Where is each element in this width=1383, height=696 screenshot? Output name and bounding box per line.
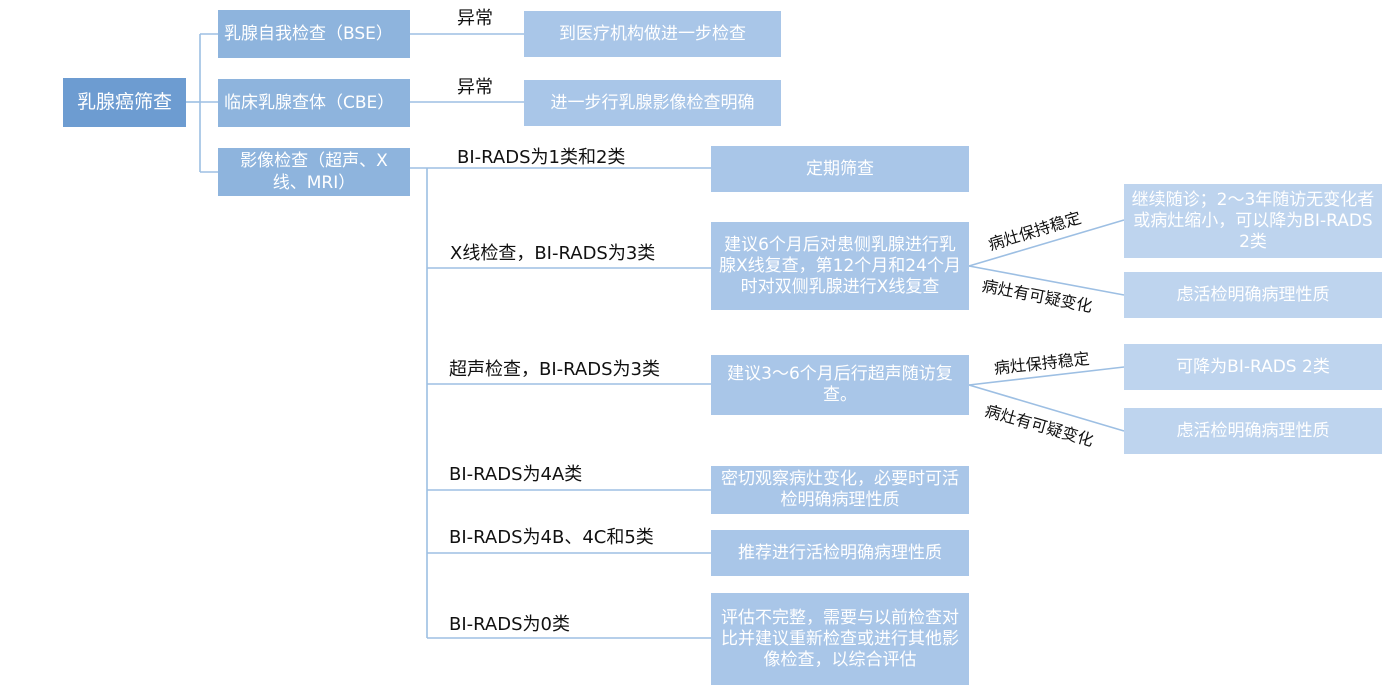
outcome-xray-suspicious-label: 虑活检明确病理性质 bbox=[1176, 284, 1330, 305]
connector-line bbox=[968, 265, 1125, 296]
outcome-us-stable-label: 可降为BI-RADS 2类 bbox=[1176, 356, 1330, 377]
edge-label-birads-1-2: BI-RADS为1类和2类 bbox=[457, 147, 626, 168]
outcome-us-stable-node: 可降为BI-RADS 2类 bbox=[1124, 344, 1382, 390]
connector-line bbox=[968, 219, 1125, 267]
outcome-us-suspicious-label: 虑活检明确病理性质 bbox=[1176, 420, 1330, 441]
outcome-xray-stable-node: 继续随诊；2～3年随访无变化者或病灶缩小，可以降为BI-RADS 2类 bbox=[1124, 184, 1382, 258]
action-cbe-node: 进一步行乳腺影像检查明确 bbox=[524, 80, 781, 126]
edge-label-birads-0: BI-RADS为0类 bbox=[449, 614, 570, 635]
action-birads-1-2-node: 定期筛查 bbox=[711, 146, 969, 192]
edge-label-cbe-abnormal: 异常 bbox=[457, 77, 493, 98]
action-us-3-label: 建议3～6个月后行超声随访复查。 bbox=[727, 364, 953, 405]
method-bse-node: 乳腺自我检查（BSE） bbox=[218, 10, 410, 58]
connector-line bbox=[968, 366, 1125, 386]
action-birads-4a-node: 密切观察病灶变化，必要时可活检明确病理性质 bbox=[711, 466, 969, 514]
action-bse-label: 到医疗机构做进一步检查 bbox=[559, 23, 746, 44]
action-birads-0-node: 评估不完整，需要与以前检查对比并建议重新检查或进行其他影像检查，以综合评估 bbox=[711, 593, 969, 685]
edge-label-bse-abnormal: 异常 bbox=[457, 8, 493, 29]
action-birads-4b-4c-5-node: 推荐进行活检明确病理性质 bbox=[711, 530, 969, 576]
root-node: 乳腺癌筛查 bbox=[63, 78, 186, 127]
method-bse-label: 乳腺自我检查（BSE） bbox=[224, 23, 393, 44]
action-birads-1-2-label: 定期筛查 bbox=[806, 158, 874, 179]
edge-label-birads-4b-4c-5: BI-RADS为4B、4C和5类 bbox=[449, 527, 654, 548]
action-xray-3-node: 建议6个月后对患侧乳腺进行乳腺X线复查，第12个月和24个月时对双侧乳腺进行X线… bbox=[711, 222, 969, 310]
action-us-3-node: 建议3～6个月后行超声随访复查。 bbox=[711, 355, 969, 415]
outcome-xray-suspicious-node: 虑活检明确病理性质 bbox=[1124, 272, 1382, 318]
action-birads-4b-4c-5-label: 推荐进行活检明确病理性质 bbox=[738, 542, 942, 563]
edge-label-birads-4a: BI-RADS为4A类 bbox=[449, 464, 583, 485]
root-label: 乳腺癌筛查 bbox=[76, 91, 172, 113]
method-imaging-node: 影像检查（超声、X线、MRI） bbox=[218, 148, 410, 196]
edge-label-xray-3: X线检查，BI-RADS为3类 bbox=[450, 243, 656, 264]
action-birads-0-label: 评估不完整，需要与以前检查对比并建议重新检查或进行其他影像检查，以综合评估 bbox=[721, 607, 959, 670]
method-cbe-node: 临床乳腺查体（CBE） bbox=[218, 79, 410, 127]
action-xray-3-label: 建议6个月后对患侧乳腺进行乳腺X线复查，第12个月和24个月时对双侧乳腺进行X线… bbox=[719, 234, 961, 297]
action-bse-node: 到医疗机构做进一步检查 bbox=[524, 11, 781, 57]
method-imaging-label: 影像检查（超声、X线、MRI） bbox=[240, 151, 388, 193]
connector-line bbox=[968, 384, 1125, 432]
edge-label-us-3: 超声检查，BI-RADS为3类 bbox=[449, 359, 660, 380]
outcome-us-suspicious-node: 虑活检明确病理性质 bbox=[1124, 408, 1382, 454]
action-cbe-label: 进一步行乳腺影像检查明确 bbox=[550, 92, 755, 113]
method-cbe-label: 临床乳腺查体（CBE） bbox=[224, 92, 395, 113]
action-birads-4a-label: 密切观察病灶变化，必要时可活检明确病理性质 bbox=[721, 469, 959, 510]
outcome-xray-stable-label: 继续随诊；2～3年随访无变化者或病灶缩小，可以降为BI-RADS 2类 bbox=[1131, 189, 1375, 252]
